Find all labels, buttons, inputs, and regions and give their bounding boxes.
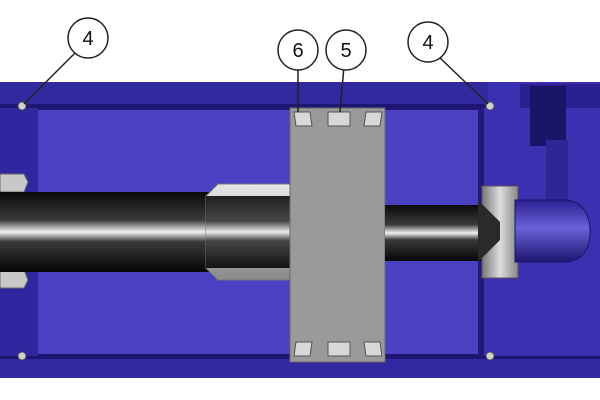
- piston-seal-6-top: [293, 111, 313, 127]
- rod-bushing: [205, 183, 291, 281]
- piston-seal-bottom-right: [363, 341, 383, 357]
- piston: [289, 107, 386, 363]
- rod-seal-left: [0, 173, 29, 289]
- port-block: [488, 82, 600, 200]
- callout-left-4-label: 4: [82, 28, 93, 50]
- tie-rod-seal-left-bottom: [17, 351, 27, 361]
- cushion-plug: [514, 199, 591, 263]
- piston-seal-5-top: [327, 111, 351, 127]
- callout-right-4: 4: [407, 21, 449, 63]
- callout-left-4: 4: [67, 17, 109, 59]
- piston-seal-5-bottom: [327, 341, 351, 357]
- callout-leaders: [23, 51, 489, 113]
- rod-extension: [385, 205, 485, 261]
- callout-seal-5: 5: [325, 29, 367, 71]
- cushion-nut: [478, 185, 519, 279]
- callout-seal-6: 6: [277, 29, 319, 71]
- piston-seal-6-bottom: [293, 341, 313, 357]
- callout-seal-6-label: 6: [292, 40, 303, 62]
- tie-rod-seal-right-bottom: [485, 351, 495, 361]
- callout-seal-5-label: 5: [340, 40, 351, 62]
- piston-seal-top-right: [363, 111, 383, 127]
- callout-right-4-label: 4: [422, 32, 433, 54]
